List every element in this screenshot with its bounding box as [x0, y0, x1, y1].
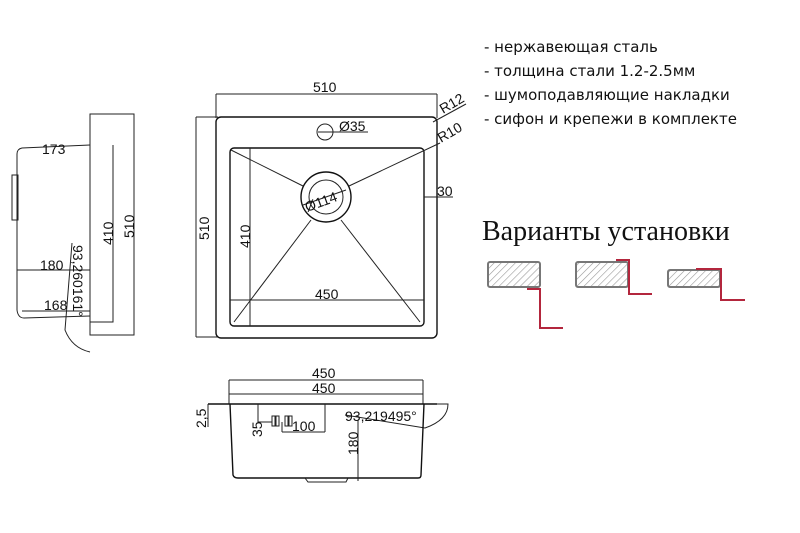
dim-180: 180: [40, 257, 64, 273]
dim-r10: R10: [435, 119, 465, 146]
dim-100: 100: [292, 418, 316, 434]
top-view: 510 510 410 450 Ø114 Ø35 R12 R10 30: [195, 79, 467, 339]
feature-item: - нержавеющая сталь: [484, 38, 658, 56]
feature-list: - нержавеющая сталь - толщина стали 1.2-…: [484, 38, 737, 128]
install-variant-undermount: [487, 261, 563, 329]
front-view: 450 450 2,5 35 100 180 93,219495°: [193, 365, 449, 483]
dim-180-front: 180: [345, 431, 361, 455]
dim-168: 168: [44, 297, 68, 313]
dim-510-left: 510: [196, 216, 212, 240]
feature-item: - шумоподавляющие накладки: [484, 86, 730, 104]
dim-410-top: 410: [237, 224, 253, 248]
feature-item: - толщина стали 1.2-2.5мм: [484, 62, 695, 80]
dim-450-a: 450: [312, 365, 336, 381]
dim-drain: Ø114: [303, 188, 340, 214]
dim-angle-side: 93,260161°: [70, 245, 86, 317]
dim-410-side: 410: [100, 221, 116, 245]
dim-angle-front: 93,219495°: [345, 408, 417, 424]
install-variant-overmount: [667, 268, 745, 301]
install-title: Варианты установки: [482, 216, 730, 247]
dim-510-top: 510: [313, 79, 337, 95]
dim-2-5: 2,5: [193, 408, 209, 428]
dim-rim-30: 30: [437, 183, 453, 199]
install-variant-flush: [575, 259, 652, 295]
dim-35: 35: [249, 421, 265, 437]
dim-450-b: 450: [312, 380, 336, 396]
dim-173: 173: [42, 141, 66, 157]
side-view: 173 180 168 93,260161° 410 510: [11, 113, 137, 353]
dim-450-top: 450: [315, 286, 339, 302]
dim-r12: R12: [437, 90, 467, 117]
dim-tap-hole: Ø35: [339, 118, 366, 134]
feature-item: - сифон и крепежи в комплекте: [484, 110, 737, 128]
dim-510-side: 510: [121, 214, 137, 238]
